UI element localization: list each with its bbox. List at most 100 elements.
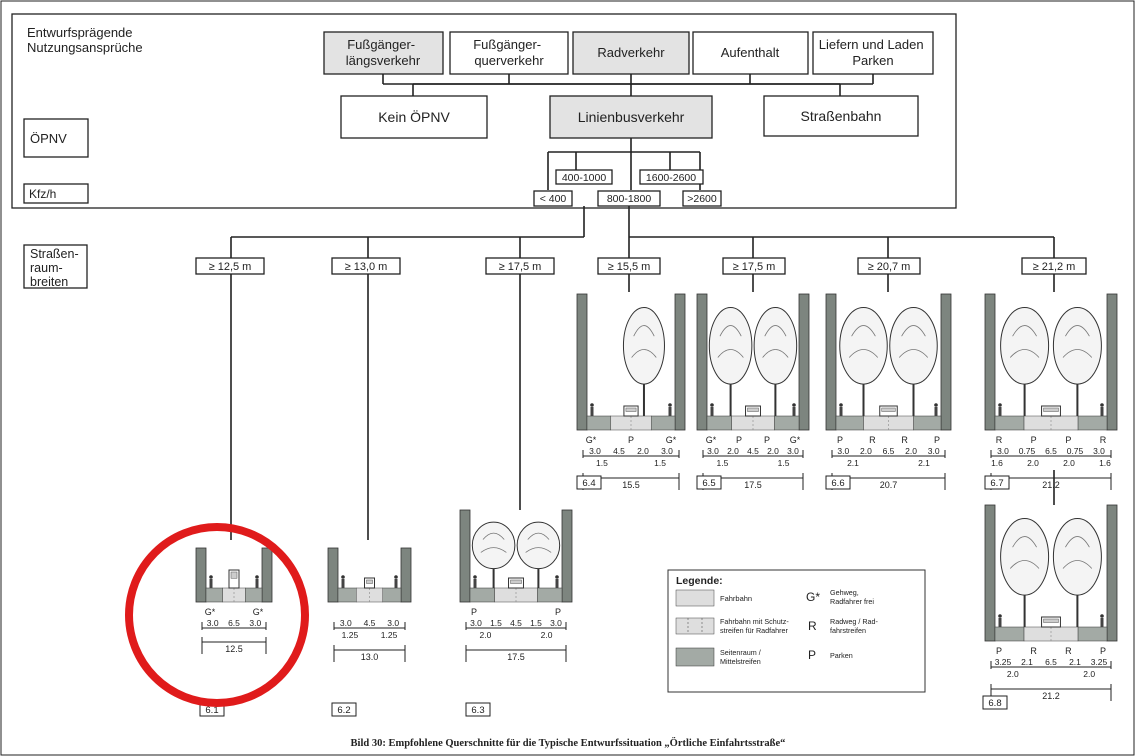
dim-top-4: 3.0 bbox=[787, 446, 799, 456]
dim-top-4: 3.0 bbox=[550, 618, 562, 628]
svg-text:< 400: < 400 bbox=[540, 193, 567, 205]
dim-top-4: 3.25 bbox=[1091, 657, 1108, 667]
dim-mid: 1.5 bbox=[654, 458, 666, 468]
dim-top-0: 3.0 bbox=[997, 446, 1009, 456]
dim-top-2: 2.0 bbox=[637, 446, 649, 456]
section-mark: R bbox=[901, 435, 908, 445]
section-id: 6.7 bbox=[990, 478, 1003, 489]
dim-top-2: 6.5 bbox=[883, 446, 895, 456]
dim-top-1: 4.5 bbox=[364, 618, 376, 628]
dim-top-2: 6.5 bbox=[1045, 657, 1057, 667]
dim-mid: 1.5 bbox=[596, 458, 608, 468]
svg-text:≥ 21,2 m: ≥ 21,2 m bbox=[1033, 261, 1076, 273]
sidewalk-right bbox=[537, 587, 563, 603]
kfz-range-800-1800: 800-1800 bbox=[597, 190, 661, 207]
total-width: 12.5 bbox=[225, 644, 243, 654]
section-id-box bbox=[982, 695, 1008, 710]
building-wall-left bbox=[984, 293, 996, 431]
dim-top-4: 3.0 bbox=[1093, 446, 1105, 456]
section-mark: G* bbox=[790, 435, 801, 445]
dim-top-0: 3.0 bbox=[470, 618, 482, 628]
sidewalk-left bbox=[994, 415, 1025, 431]
sidewalk-left bbox=[337, 587, 357, 603]
width-label-20-7: ≥ 20,7 m bbox=[857, 257, 921, 275]
sidewalk-right bbox=[1077, 626, 1108, 642]
sidewalk-right bbox=[913, 415, 942, 431]
building-wall-right bbox=[940, 293, 952, 431]
sidewalk-left bbox=[469, 587, 495, 603]
dim-top-0: 3.0 bbox=[340, 618, 352, 628]
building-wall-left bbox=[195, 547, 207, 603]
carriageway bbox=[494, 587, 538, 603]
section-mark: G* bbox=[205, 607, 216, 617]
usage-box-liefern: Liefern und Laden Parken bbox=[812, 31, 934, 75]
dim-mid: 2.0 bbox=[1007, 669, 1019, 679]
kfz-label-box bbox=[23, 183, 89, 204]
section-mark: G* bbox=[706, 435, 717, 445]
svg-text:Fußgänger- längsverkehr: Fußgänger- längsverkehr bbox=[346, 37, 421, 68]
dim-top-2: 4.5 bbox=[510, 618, 522, 628]
building-wall-left bbox=[984, 504, 996, 642]
section-mark: P bbox=[736, 435, 742, 445]
svg-text:≥ 15,5 m: ≥ 15,5 m bbox=[608, 261, 651, 273]
dim-top-3: 2.1 bbox=[1069, 657, 1081, 667]
section-mark: R bbox=[1030, 646, 1037, 656]
section-id-box bbox=[465, 702, 491, 717]
building-wall-right bbox=[1106, 504, 1118, 642]
carriageway bbox=[356, 587, 383, 603]
section-id: 6.8 bbox=[988, 698, 1001, 709]
sidewalk-left bbox=[205, 587, 223, 603]
building-wall-right bbox=[561, 509, 573, 603]
svg-text:Liefern und Laden Parken: Liefern und Laden Parken bbox=[819, 37, 927, 68]
legend-label-schutzstreifen: Fahrbahn mit Schutz- streifen für Radfah… bbox=[720, 617, 791, 635]
dim-top-0: 3.25 bbox=[995, 657, 1012, 667]
legend-title: Legende: bbox=[676, 575, 723, 587]
section-id-box bbox=[576, 475, 602, 490]
strassenraum-label: Straßen- raum- breiten bbox=[30, 247, 82, 289]
opnv-option-strassenbahn: Straßenbahn bbox=[763, 95, 919, 137]
dim-mid: 1.25 bbox=[342, 630, 359, 640]
total-width: 15.5 bbox=[622, 480, 640, 490]
total-width: 20.7 bbox=[880, 480, 898, 490]
figure-caption: Bild 30: Empfohlene Querschnitte für die… bbox=[351, 736, 786, 749]
dim-top-1: 2.0 bbox=[860, 446, 872, 456]
dim-top-2: 3.0 bbox=[249, 618, 261, 628]
building-wall-right bbox=[1106, 293, 1118, 431]
width-label-15-5: ≥ 15,5 m bbox=[597, 257, 661, 275]
section-mark: P bbox=[628, 435, 634, 445]
dim-top-1: 2.1 bbox=[1021, 657, 1033, 667]
svg-text:Straßenbahn: Straßenbahn bbox=[801, 108, 882, 124]
section-mark: R bbox=[996, 435, 1003, 445]
carriageway bbox=[1023, 626, 1079, 642]
dim-top-0: 3.0 bbox=[707, 446, 719, 456]
top-panel bbox=[11, 13, 957, 209]
kfz-label: Kfz/h bbox=[29, 187, 56, 201]
section-mark: P bbox=[1031, 435, 1037, 445]
svg-text:≥ 20,7 m: ≥ 20,7 m bbox=[868, 261, 911, 273]
legend-swatch-fahrbahn bbox=[675, 589, 715, 607]
total-width: 21.2 bbox=[1042, 691, 1060, 701]
usage-box-aufenthalt: Aufenthalt bbox=[692, 31, 809, 75]
width-label-17-5-b: ≥ 17,5 m bbox=[722, 257, 786, 275]
dim-top-1: 6.5 bbox=[228, 618, 240, 628]
legend-label-radweg: Radweg / Rad- fahrstreifen bbox=[830, 617, 880, 635]
dim-top-3: 1.5 bbox=[530, 618, 542, 628]
section-id: 6.5 bbox=[702, 478, 715, 489]
dim-mid: 1.5 bbox=[778, 458, 790, 468]
legend-swatch-seitenraum bbox=[675, 647, 715, 667]
dim-mid: 1.6 bbox=[1099, 458, 1111, 468]
width-label-21-2: ≥ 21,2 m bbox=[1021, 257, 1087, 275]
kfz-range-1600-2600: 1600-2600 bbox=[639, 169, 704, 185]
sidewalk-left bbox=[706, 415, 732, 431]
building-wall-left bbox=[825, 293, 837, 431]
kfz-range-400-1000: 400-1000 bbox=[555, 169, 613, 185]
